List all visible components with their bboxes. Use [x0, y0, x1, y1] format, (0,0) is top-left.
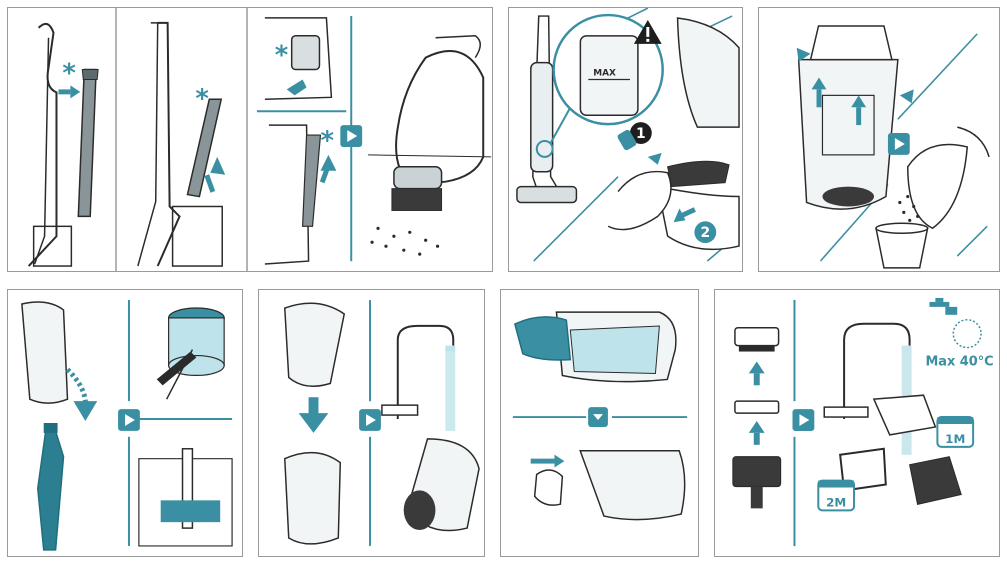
panel-filter-brushing-illustration	[21, 300, 233, 551]
open-container-drawing	[797, 25, 899, 210]
filter-housing-drawing	[732, 456, 782, 509]
water-tap-drawing	[381, 324, 456, 431]
next-arrow-icon	[617, 129, 637, 151]
step-one-badge: 1	[629, 122, 652, 144]
warning-icon	[633, 20, 662, 44]
down-arrow-icon	[588, 407, 608, 427]
interval-one-month-label: 1M	[945, 432, 965, 446]
crevice-tool-drawing	[77, 68, 99, 218]
squeeze-arrow-icon	[796, 47, 914, 126]
dirt-particles-drawing	[370, 226, 440, 256]
handheld-with-brush-drawing	[368, 35, 492, 211]
next-arrow-icon	[359, 409, 381, 431]
vacuum-body-drawing	[27, 22, 73, 267]
asterisk-label-2: *	[195, 84, 209, 114]
panel-wash-filters-illustration: Max 40°C 1M 2M	[732, 297, 994, 547]
up-arrow-icon	[748, 361, 765, 445]
next-arrow-icon	[792, 409, 815, 431]
handheld-unit-drawing	[264, 17, 333, 101]
panel-tool-removal-illustration: * * * *	[27, 8, 492, 271]
step-two-number: 2	[700, 225, 710, 241]
handheld-side-drawing	[21, 301, 69, 404]
kitchen-tap-drawing	[823, 322, 912, 455]
brush-in-base-drawing	[138, 448, 233, 547]
container-bottom-drawing	[284, 451, 342, 545]
filter-cylinder-drawing	[156, 307, 225, 400]
panel-wash-filters: Max 40°C 1M 2M	[714, 289, 1000, 557]
press-arrow-icon	[647, 152, 696, 223]
container-being-released-drawing	[607, 17, 740, 251]
asterisk-label: *	[62, 58, 75, 88]
asterisk-label-4: *	[320, 126, 334, 156]
panel-empty-container	[758, 7, 1000, 272]
asterisk-label-3: *	[275, 41, 289, 71]
water-tap-icon	[929, 297, 982, 349]
container-top-drawing	[283, 302, 346, 387]
calendar-icon-2	[817, 479, 856, 512]
falling-dirt-drawing	[898, 194, 920, 222]
filter-frame-drawing	[734, 326, 780, 352]
container-with-filter-drawing	[513, 311, 677, 383]
down-arrow-icon	[298, 397, 329, 433]
panel-filter-sponge	[500, 289, 699, 557]
filter-sponge-drawing	[734, 400, 780, 414]
max-temperature-label: Max 40°C	[925, 354, 993, 369]
panel-container-release-illustration: MAX 1 2	[516, 8, 740, 262]
panel-container-release: MAX 1 2	[508, 7, 743, 272]
slide-arrow-icon	[58, 79, 337, 193]
panel-empty-container-illustration	[796, 25, 990, 269]
vacuum-body-drawing-2	[137, 21, 223, 267]
panel-rinse-container	[258, 289, 485, 557]
step-one-number: 1	[636, 126, 646, 142]
stick-vacuum-drawing	[516, 15, 578, 204]
cleaning-brush-drawing	[36, 423, 65, 551]
release-brush-arrow-icon	[65, 367, 98, 422]
max-fill-mark: MAX	[593, 69, 616, 79]
calendar-icon	[936, 416, 975, 448]
rinsed-container-drawing	[403, 438, 480, 532]
next-arrow-icon	[340, 125, 363, 147]
dust-bin-drawing	[875, 222, 929, 269]
handheld-bottom-drawing	[264, 124, 322, 265]
pouring-container-drawing	[907, 126, 990, 230]
panel-tool-removal: * * * *	[7, 7, 493, 272]
insert-arrow-icon	[530, 454, 565, 468]
reinsert-filter-drawing	[533, 449, 686, 521]
next-arrow-icon	[887, 133, 910, 155]
step-two-badge: 2	[694, 221, 717, 244]
panel-filter-brushing	[7, 289, 243, 557]
next-arrow-icon	[118, 409, 140, 431]
interval-two-month-label: 2M	[826, 495, 846, 509]
crevice-tool-drawing-2	[186, 98, 223, 198]
panel-rinse-container-illustration	[283, 300, 480, 546]
panel-filter-sponge-illustration	[512, 311, 688, 521]
